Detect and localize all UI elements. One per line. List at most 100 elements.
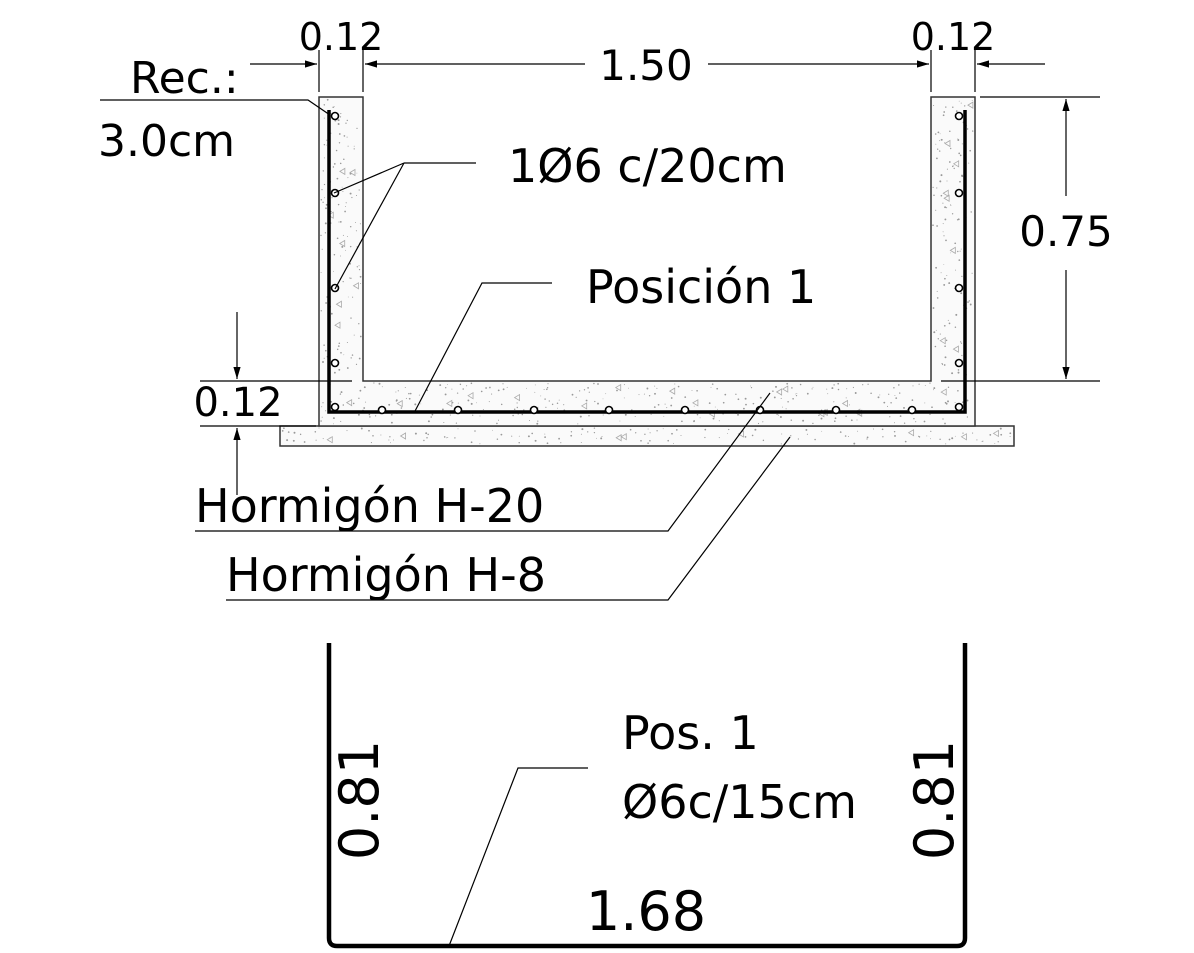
concrete-speckle bbox=[820, 417, 823, 420]
concrete-speckle bbox=[912, 385, 914, 387]
concrete-speckle bbox=[806, 392, 809, 395]
concrete-speckle bbox=[593, 431, 596, 434]
concrete-speckle bbox=[349, 277, 351, 279]
concrete-speckle bbox=[933, 331, 936, 334]
concrete-speckle bbox=[363, 386, 366, 389]
concrete-speckle bbox=[704, 436, 706, 439]
concrete-speckle bbox=[431, 414, 433, 416]
bar-shape bbox=[326, 643, 968, 949]
channel-outline bbox=[318, 96, 976, 427]
concrete-speckle bbox=[347, 145, 349, 147]
concrete-speckle bbox=[370, 442, 372, 444]
dim-slab-label: 0.12 bbox=[193, 380, 282, 426]
concrete-speckle bbox=[414, 403, 417, 406]
concrete-speckle bbox=[324, 222, 327, 225]
concrete-speckle bbox=[958, 259, 961, 261]
aggregate-mark bbox=[939, 336, 946, 345]
cover-value: 3.0cm bbox=[98, 116, 235, 167]
concrete-speckle bbox=[833, 401, 835, 403]
concrete-speckle bbox=[1000, 433, 1003, 436]
concrete-speckle bbox=[479, 415, 481, 417]
concrete-base-label: Hormigón H-8 bbox=[226, 548, 546, 602]
concrete-speckle bbox=[523, 409, 525, 411]
concrete-speckle bbox=[699, 417, 701, 419]
concrete-speckle bbox=[489, 386, 491, 389]
concrete-speckle bbox=[594, 400, 596, 403]
concrete-speckle bbox=[623, 384, 625, 386]
concrete-speckle bbox=[497, 419, 500, 421]
aggregate-mark bbox=[960, 433, 967, 441]
concrete-speckle bbox=[579, 415, 582, 418]
concrete-speckle bbox=[346, 136, 348, 138]
concrete-speckle bbox=[961, 354, 963, 357]
concrete-speckle bbox=[358, 357, 361, 360]
aggregate-mark bbox=[943, 194, 950, 202]
concrete-speckle bbox=[470, 441, 473, 444]
concrete-speckle bbox=[358, 323, 360, 325]
concrete-speckle bbox=[940, 174, 943, 177]
aggregate-mark bbox=[349, 168, 356, 177]
concrete-speckle bbox=[680, 435, 682, 436]
rebar-dot bbox=[831, 405, 841, 415]
concrete-speckle bbox=[955, 313, 958, 316]
concrete-speckle bbox=[513, 408, 516, 410]
concrete-speckle bbox=[358, 189, 360, 191]
concrete-speckle bbox=[946, 180, 948, 182]
concrete-speckle bbox=[580, 433, 582, 435]
concrete-speckle bbox=[951, 213, 954, 215]
concrete-speckle bbox=[918, 383, 920, 385]
concrete-speckle bbox=[426, 437, 428, 439]
aggregate-mark bbox=[782, 385, 789, 393]
concrete-speckle bbox=[942, 418, 944, 420]
concrete-speckle bbox=[597, 402, 599, 405]
concrete-speckle bbox=[563, 404, 565, 406]
concrete-speckle bbox=[363, 407, 366, 409]
concrete-speckle bbox=[940, 138, 943, 141]
concrete-speckle bbox=[344, 210, 346, 213]
concrete-speckle bbox=[648, 395, 651, 397]
concrete-structure-leader bbox=[195, 392, 771, 532]
concrete-speckle bbox=[337, 345, 340, 347]
concrete-speckle bbox=[343, 158, 345, 161]
concrete-speckle bbox=[334, 371, 336, 374]
concrete-speckle bbox=[323, 144, 326, 146]
concrete-speckle bbox=[712, 417, 715, 420]
concrete-speckle bbox=[854, 392, 857, 394]
concrete-speckle bbox=[940, 194, 943, 197]
concrete-speckle bbox=[942, 223, 944, 225]
concrete-speckle bbox=[333, 254, 336, 256]
concrete-speckle bbox=[339, 393, 342, 395]
concrete-speckle bbox=[943, 364, 946, 366]
concrete-speckle bbox=[547, 383, 549, 385]
concrete-speckle bbox=[650, 413, 652, 415]
concrete-speckle bbox=[326, 144, 327, 146]
concrete-speckle bbox=[937, 338, 939, 340]
concrete-speckle bbox=[390, 413, 393, 416]
concrete-speckle bbox=[716, 387, 719, 390]
concrete-speckle bbox=[966, 399, 969, 402]
concrete-speckle bbox=[459, 383, 462, 386]
bar-spec-label: 1Ø6 c/20cm bbox=[508, 139, 787, 193]
concrete-speckle bbox=[949, 130, 951, 132]
concrete-speckle bbox=[638, 394, 640, 396]
concrete-speckle bbox=[323, 344, 325, 346]
concrete-speckle bbox=[356, 127, 358, 130]
concrete-speckle bbox=[790, 419, 793, 421]
concrete-speckle bbox=[812, 422, 814, 425]
concrete-speckle bbox=[773, 396, 776, 399]
concrete-speckle bbox=[380, 434, 382, 436]
concrete-speckle bbox=[966, 128, 969, 130]
concrete-speckle bbox=[943, 283, 946, 286]
concrete-speckle bbox=[350, 277, 352, 280]
concrete-speckle bbox=[831, 387, 834, 390]
concrete-speckle bbox=[997, 441, 999, 443]
concrete-speckle bbox=[948, 282, 951, 285]
concrete-speckle bbox=[681, 420, 683, 423]
concrete-speckle bbox=[691, 390, 693, 392]
concrete-speckle bbox=[744, 397, 747, 400]
concrete-speckle bbox=[667, 439, 669, 442]
concrete-speckle bbox=[872, 428, 875, 430]
concrete-speckle bbox=[321, 248, 323, 250]
concrete-speckle bbox=[969, 149, 972, 152]
concrete-speckle bbox=[341, 245, 344, 248]
